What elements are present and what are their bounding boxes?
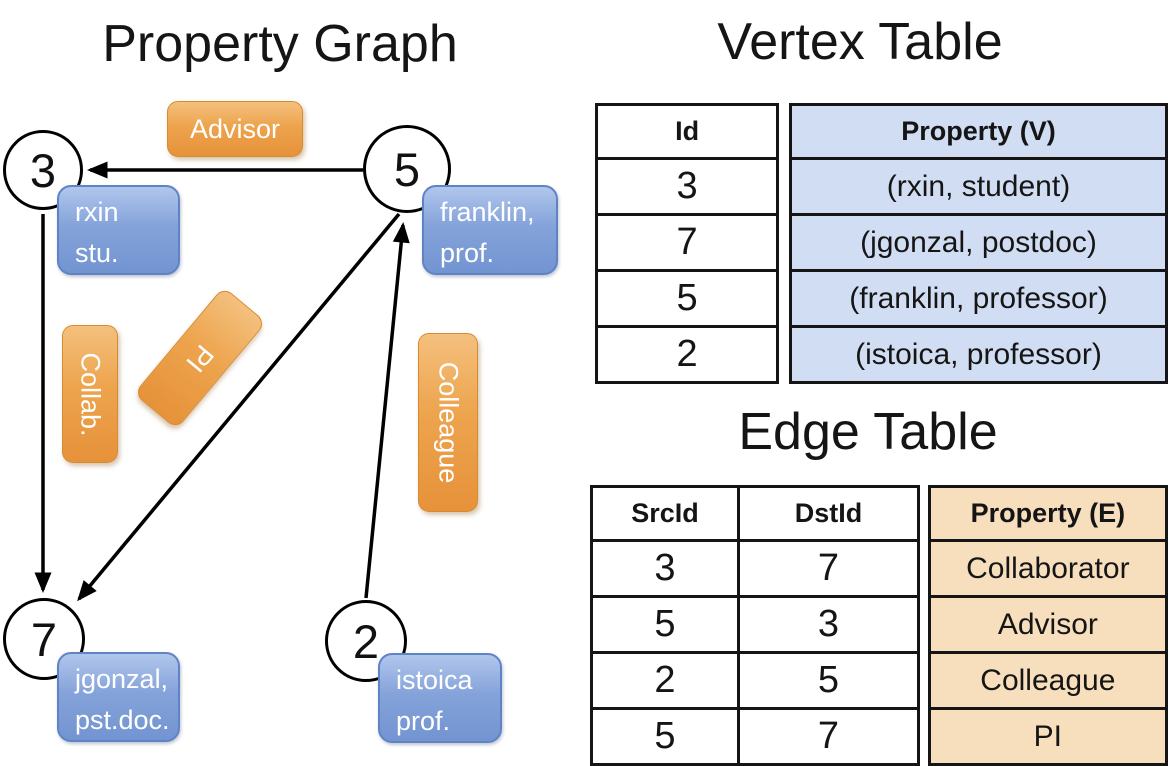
table-cell-property: (jgonzal, postdoc) [791,213,1165,269]
column-header-property-v: Property (V) [791,106,1165,157]
table-cell-property: Advisor [930,595,1165,651]
vertex-property-box-rxin: rxin stu. [57,185,180,275]
table-cell-property: PI [930,707,1165,763]
table-cell-property: (rxin, student) [791,157,1165,213]
edge-label-text: Advisor [189,113,281,144]
vertex-property-box-jgonzal: jgonzal, pst.doc. [57,652,180,742]
table-cell-srcid: 2 [593,651,737,707]
property-line: istoica [396,665,473,695]
table-cell-dstid: 7 [740,539,917,595]
table-cell-property: (franklin, professor) [791,269,1165,325]
property-line: franklin, [440,197,535,227]
table-cell-id: 2 [598,325,777,381]
property-line: prof. [396,706,451,736]
edge-label-colleague: Colleague [418,333,478,512]
edge-label-advisor: Advisor [167,101,303,157]
edge-label-text: Colleague [433,361,464,484]
edge-label-text: PI [180,338,221,378]
vertex-node-5: 5 [363,125,451,213]
vertex-table-property-column: Property (V) (rxin, student) (jgonzal, p… [788,103,1168,384]
table-cell-id: 7 [598,213,777,269]
table-cell-id: 3 [598,157,777,213]
node-label: 7 [30,612,58,666]
property-line: jgonzal, [75,664,169,694]
property-line: prof. [440,238,495,268]
vertex-table-id-column: Id 3 7 5 2 [595,103,780,384]
table-cell-srcid: 5 [593,707,737,763]
column-header-srcid: SrcId [631,498,699,528]
vertex-table-title: Vertex Table [717,13,1003,71]
edge-table-title: Edge Table [738,403,998,461]
graph-edges-svg [34,161,410,602]
vertex-node-2: 2 [325,600,407,682]
table-cell-dstid: 3 [740,595,917,651]
property-line: rxin [75,197,119,227]
column-header-id: Id [675,116,700,146]
edge-5-to-7-pi [77,212,401,602]
table-cell-property: (istoica, professor) [791,325,1165,381]
column-header-dstid: DstId [794,498,863,528]
edge-table-srcid-column: SrcId 3 5 2 5 [593,488,737,763]
table-cell-property: Colleague [930,651,1165,707]
column-header-property-e: Property (E) [930,488,1165,539]
edge-table-property-column: Property (E) Collaborator Advisor Collea… [927,485,1168,766]
node-label: 5 [393,142,421,196]
node-label: 3 [29,143,57,197]
table-cell-dstid: 5 [740,651,917,707]
vertex-table: Id 3 7 5 2 Property (V) (rxin, student) … [595,103,1168,384]
edge-table: SrcId 3 5 2 5 DstId 7 3 5 7 Property (E)… [590,485,1168,766]
node-label: 2 [352,614,380,668]
edge-table-id-columns: SrcId 3 5 2 5 DstId 7 3 5 7 [590,485,920,766]
property-line: stu. [75,238,119,268]
property-graph-title: Property Graph [102,15,458,73]
edge-table-dstid-column: DstId 7 3 5 7 [737,488,917,763]
edge-2-to-5-colleague [364,222,410,599]
vertex-property-box-franklin: franklin, prof. [422,185,558,275]
table-cell-id: 5 [598,269,777,325]
table-cell-property: Collaborator [930,539,1165,595]
property-line: pst.doc. [75,705,170,735]
table-cell-srcid: 3 [593,539,737,595]
edge-label-text: Collab. [75,351,106,437]
table-cell-srcid: 5 [593,595,737,651]
vertex-property-box-istoica: istoica prof. [378,653,502,743]
edge-label-collab: Collab. [62,325,118,463]
table-cell-dstid: 7 [740,707,917,763]
